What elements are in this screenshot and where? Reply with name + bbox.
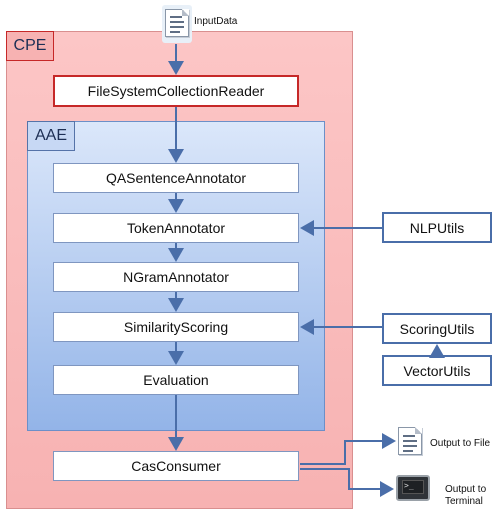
vector-utils: VectorUtils	[382, 355, 492, 386]
scoring-utils: ScoringUtils	[382, 313, 492, 344]
file-system-collection-reader: FileSystemCollectionReader	[53, 75, 299, 107]
arrow-consumer-to-terminal	[300, 468, 394, 497]
similarity-scoring: SimilarityScoring	[53, 312, 299, 342]
input-data-icon	[165, 9, 189, 37]
cpe-label: CPE	[6, 31, 54, 61]
cas-consumer: CasConsumer	[53, 451, 299, 481]
terminal-icon: >_	[396, 475, 430, 501]
qa-sentence-annotator: QASentenceAnnotator	[53, 163, 299, 193]
nlp-utils: NLPUtils	[382, 212, 492, 243]
output-terminal-label-line1: Output to	[445, 484, 487, 495]
aae-label: AAE	[27, 121, 75, 151]
output-terminal-label-line2: Terminal	[445, 496, 483, 507]
ngram-annotator: NGramAnnotator	[53, 262, 299, 292]
token-annotator: TokenAnnotator	[53, 213, 299, 243]
output-file-icon	[398, 427, 422, 455]
arrow-consumer-to-file	[300, 433, 396, 465]
input-data-label: InputData	[194, 16, 238, 27]
output-to-file-label: Output to File	[430, 438, 491, 449]
evaluation: Evaluation	[53, 365, 299, 395]
